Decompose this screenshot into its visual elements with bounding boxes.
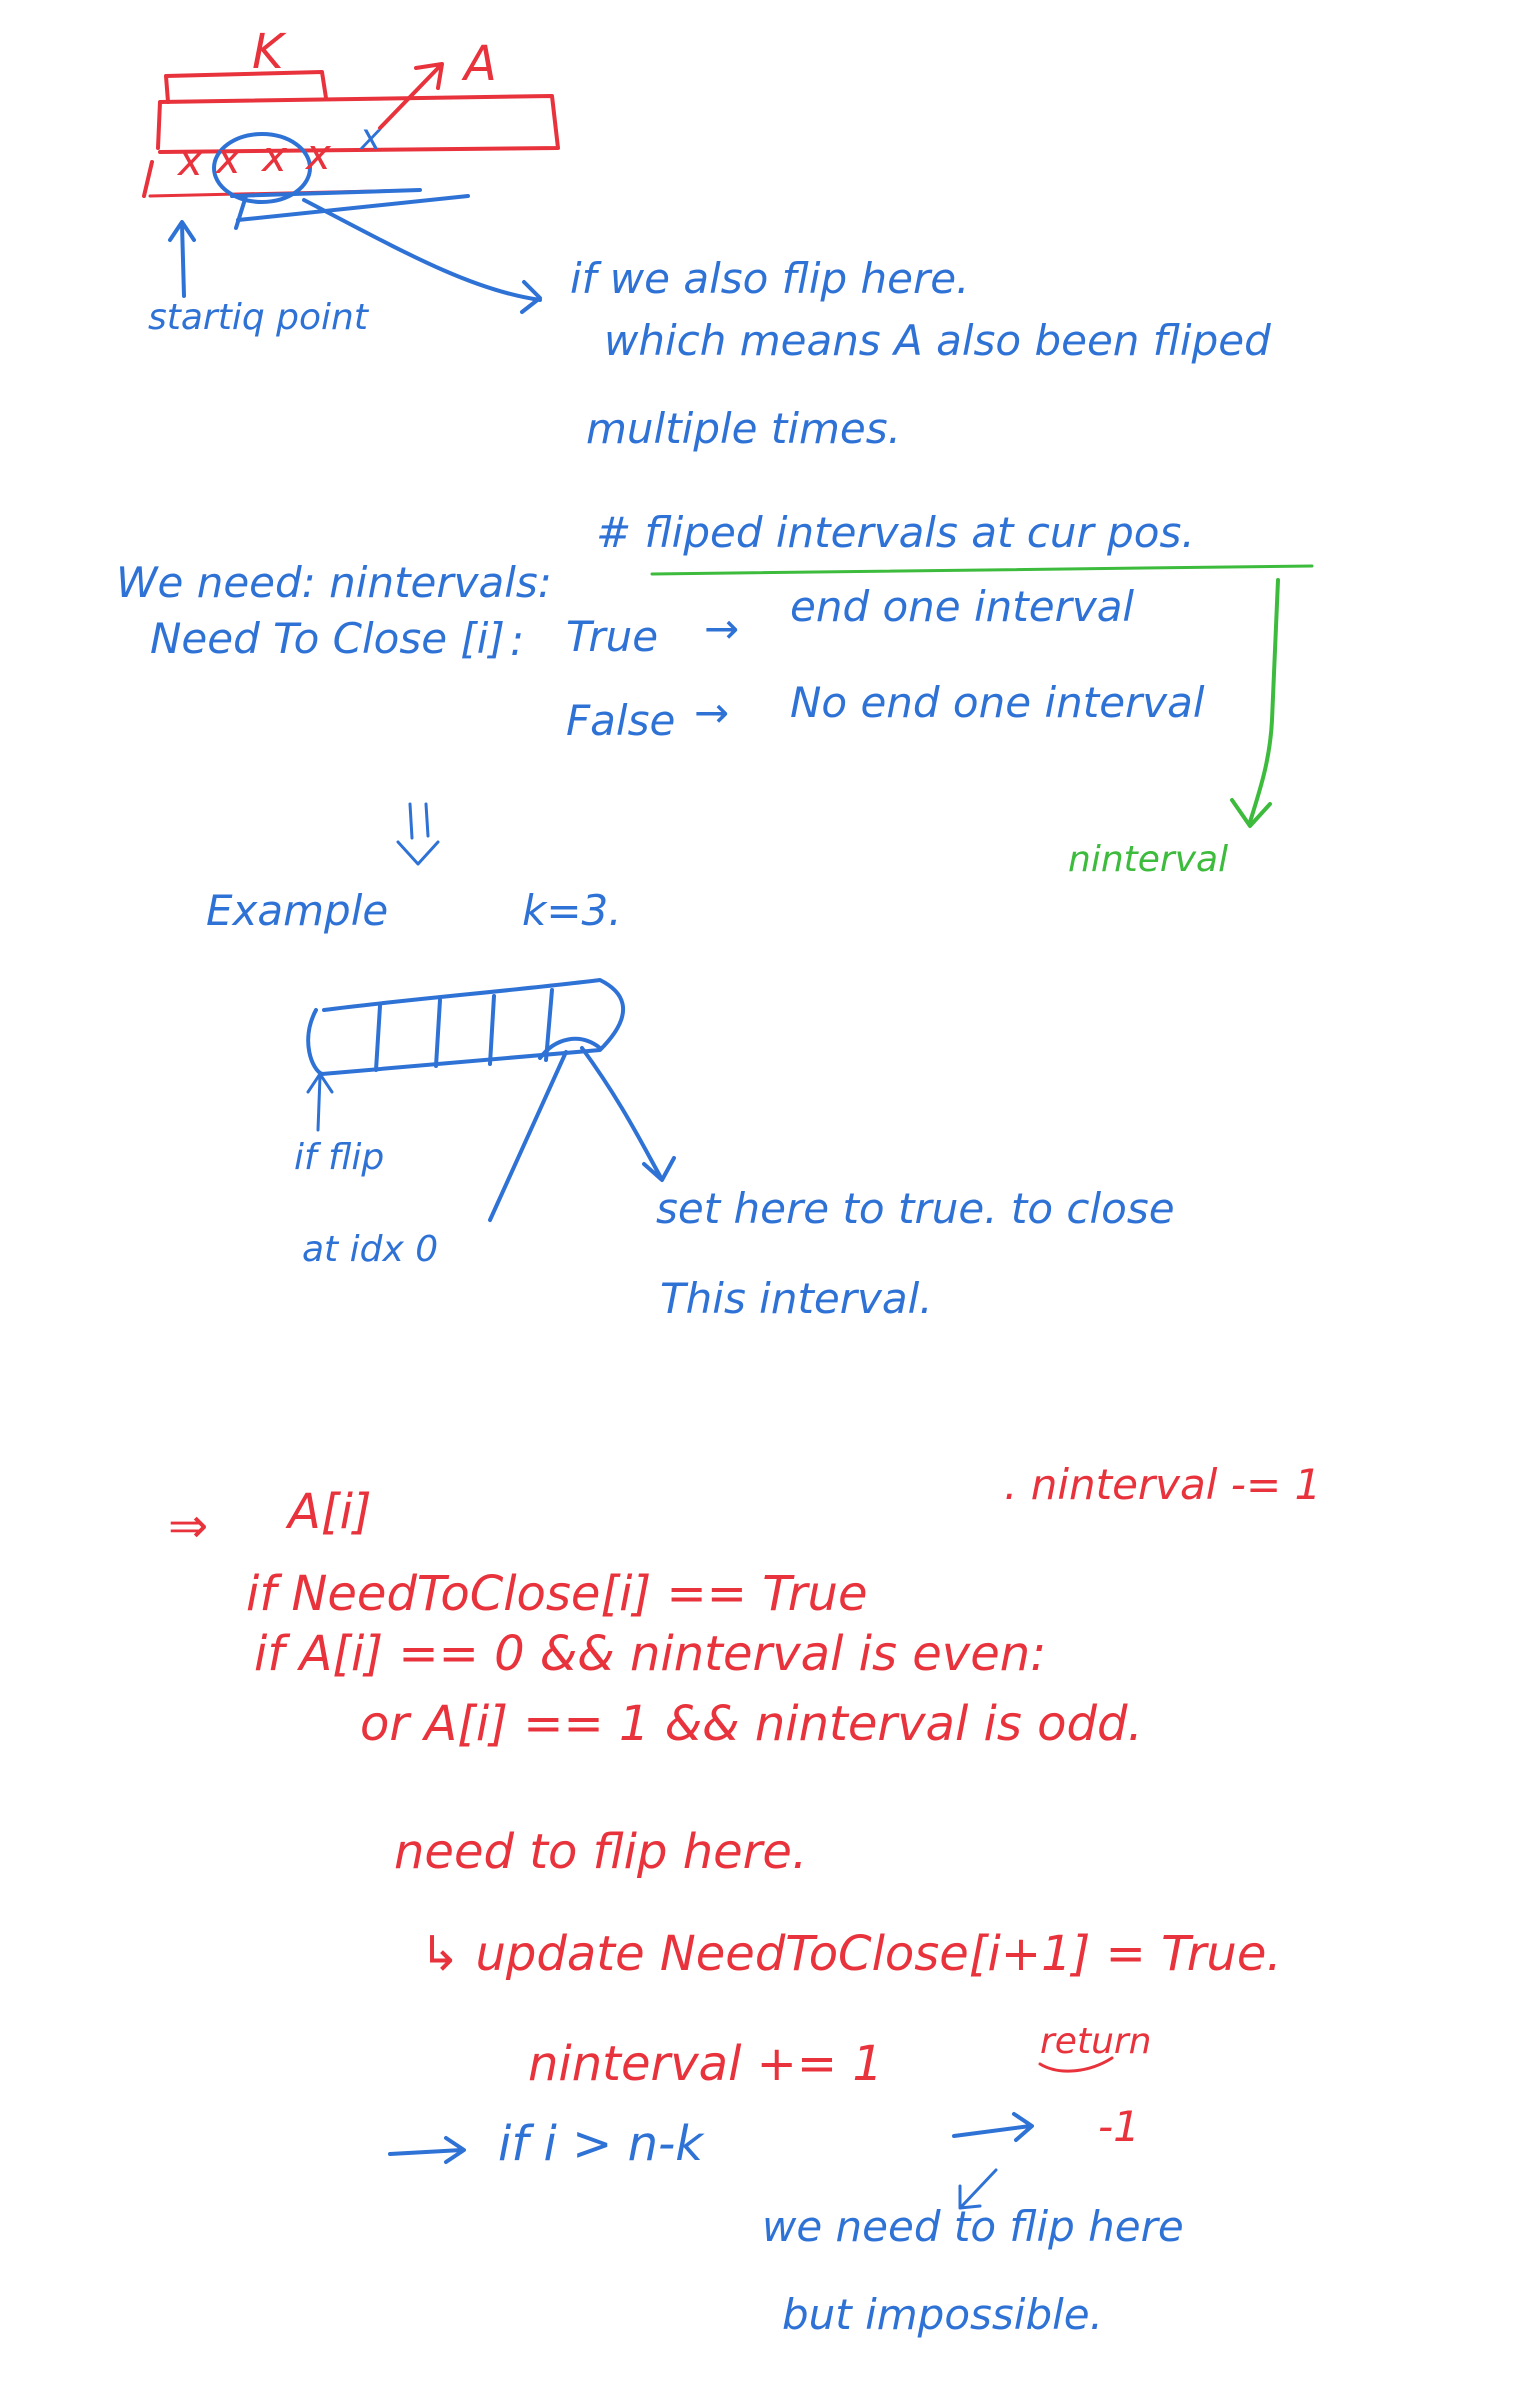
return-curve [1038, 2056, 1114, 2073]
green-arrow [1230, 578, 1280, 828]
but-impossible: but impossible. [782, 2290, 1103, 2339]
blue-underline [230, 188, 470, 230]
hump-line-left [488, 1050, 568, 1222]
return-arrow [952, 2112, 1034, 2142]
idx0-arrow [306, 1072, 334, 1132]
we-need-label: We need: nintervals: [116, 558, 552, 607]
example-array [306, 978, 625, 1076]
if-flip-label: if flip [294, 1137, 385, 1178]
note-line-3: multiple times. [586, 404, 901, 453]
this-interval-label: This interval. [660, 1274, 933, 1323]
true-arrow: → [704, 604, 740, 653]
if-i-gt-n-k: if i > n-k [498, 2116, 704, 2172]
return-label: return [1040, 2021, 1152, 2062]
if-arrow [388, 2136, 466, 2164]
false-desc: No end one interval [790, 678, 1205, 727]
algo-arrow: ⇒ [168, 1498, 209, 1554]
starting-point-label: startiq point [148, 297, 368, 338]
label-a: A [464, 36, 497, 92]
need-to-close-label: Need To Close [i] [150, 614, 505, 663]
flip-note-arrow [958, 2168, 998, 2210]
ninterval-dec: . ninterval -= 1 [1004, 1460, 1322, 1509]
need-to-flip-here: need to flip here. [394, 1824, 808, 1880]
array-cell-x-blue: x [360, 117, 382, 158]
example-hump [538, 1037, 602, 1060]
example-k-value: k=3. [522, 886, 622, 935]
we-need-flip-here: we need to flip here [762, 2202, 1184, 2251]
set-here-label: set here to true. to close [656, 1184, 1175, 1233]
if-need-close: if NeedToClose[i] == True [246, 1566, 868, 1622]
down-arrow [396, 802, 440, 866]
colon: : [510, 616, 525, 665]
k-bracket [164, 70, 328, 104]
array-cell-x: x [216, 134, 241, 183]
flipped-intervals-label: # fliped intervals at cur pos. [596, 508, 1195, 557]
false-arrow: → [694, 688, 730, 737]
hump-line-right [580, 1046, 676, 1182]
window-ellipse [212, 132, 312, 204]
true-label: True [566, 612, 659, 661]
array-cell-x: x [178, 136, 203, 185]
label-k: K [252, 24, 284, 80]
true-desc: end one interval [790, 582, 1135, 631]
return-minus-one: -1 [1098, 2102, 1140, 2151]
array-bar [156, 94, 560, 154]
update-need-to-close: ↳ update NeedToClose[i+1] = True. [420, 1926, 1282, 1982]
example-dividers [374, 988, 554, 1072]
array-cell-x: x [262, 132, 287, 181]
array-cell-x: x [306, 130, 331, 179]
example-title: Example [206, 886, 389, 935]
note-line-1: if we also flip here. [570, 254, 970, 303]
ninterval-inc: ninterval += 1 [528, 2036, 883, 2092]
or-a-one: or A[i] == 1 && ninterval is odd. [360, 1696, 1143, 1752]
at-idx0-label: at idx 0 [302, 1229, 439, 1270]
start-arrow [168, 220, 196, 298]
note-arrow [302, 198, 542, 314]
ninterval-green-label: ninterval [1068, 839, 1229, 880]
green-underline [650, 564, 1314, 576]
if-a-zero: if A[i] == 0 && ninterval is even: [254, 1626, 1047, 1682]
false-label: False [566, 696, 676, 745]
start-tick [142, 160, 154, 198]
note-line-2: which means A also been fliped [604, 316, 1271, 365]
algo-a-i: A[i] [288, 1484, 372, 1540]
